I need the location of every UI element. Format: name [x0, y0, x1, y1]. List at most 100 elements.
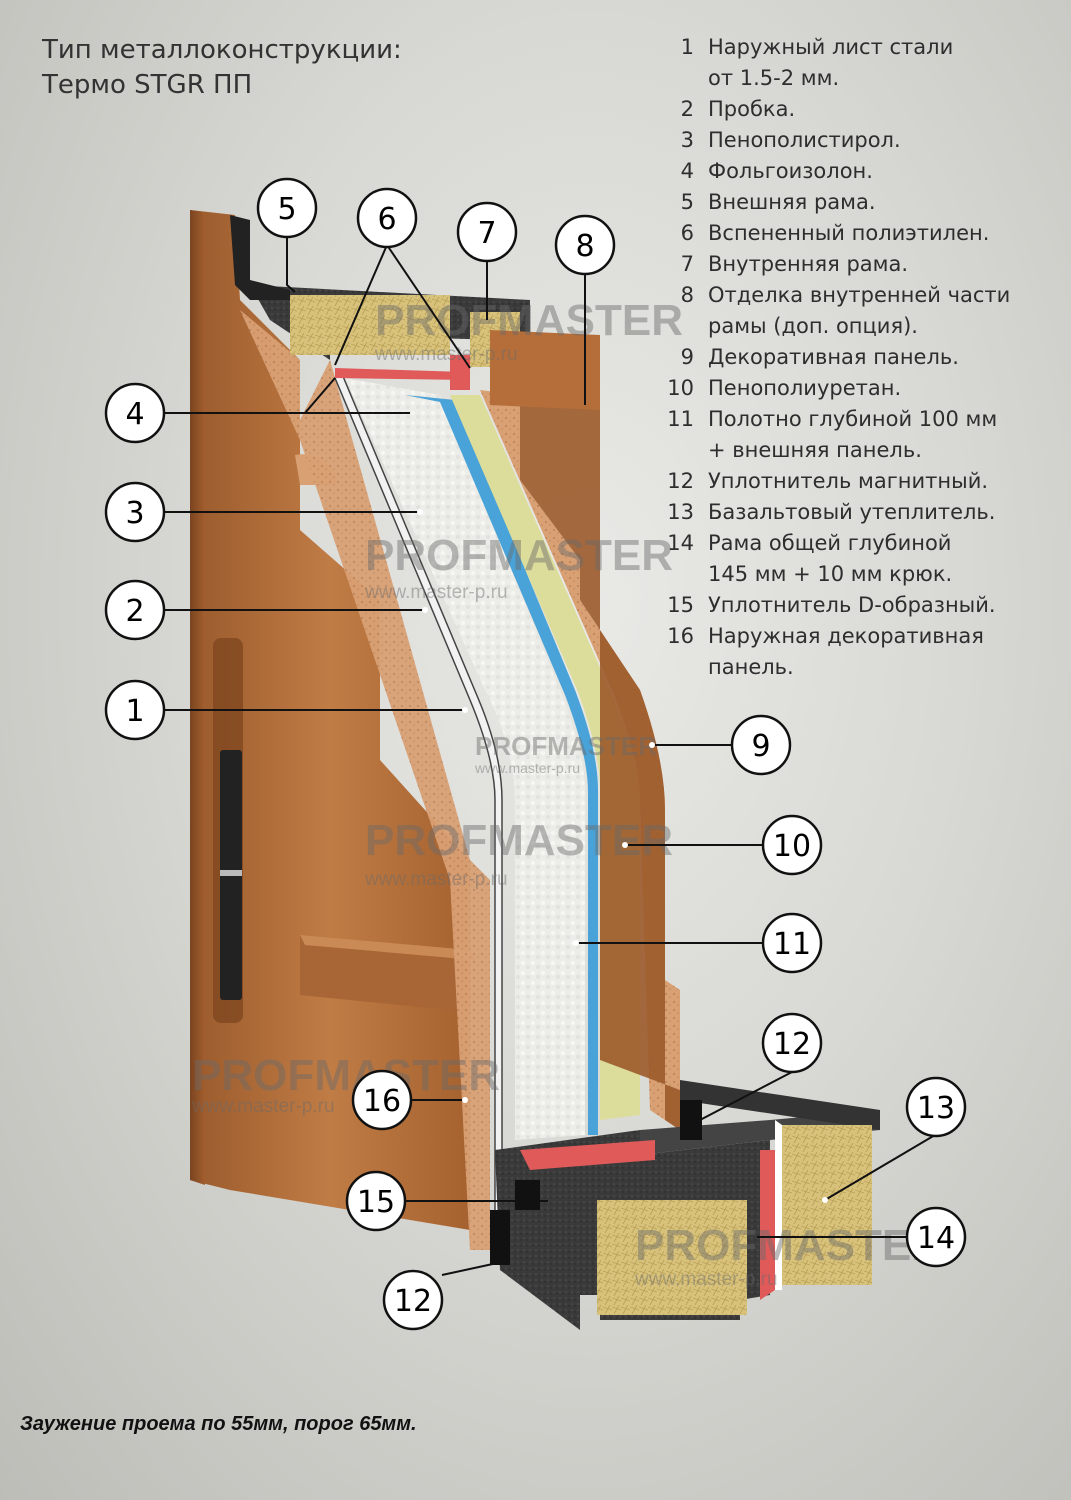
watermark-brand: PROFMASTER — [365, 816, 673, 865]
svg-text:5: 5 — [277, 192, 296, 227]
svg-text:3: 3 — [125, 496, 144, 531]
footer-note: Заужение проема по 55мм, порог 65мм. — [20, 1413, 417, 1435]
cork-layer — [240, 310, 490, 1250]
legend-number: 12 — [667, 469, 694, 493]
outer-decorative-panel — [190, 210, 475, 1230]
callout-9: 9 — [730, 714, 792, 776]
legend-item: 4 Фольгоизолон. — [654, 156, 1064, 187]
legend-item: 11 Полотно глубиной 100 мм + внешняя пане… — [654, 404, 1064, 466]
frame-basalt — [597, 1200, 747, 1315]
inner-frame-trim — [490, 330, 600, 410]
svg-text:9: 9 — [751, 729, 770, 764]
watermark-url: www.master-p.ru — [474, 760, 580, 776]
leader-lines — [164, 237, 936, 1276]
callout-10: 10 — [761, 814, 823, 876]
svg-text:14: 14 — [917, 1221, 955, 1256]
top-basalt — [290, 295, 450, 355]
legend-item: 16 Наружная декоративная панель. — [654, 621, 1064, 683]
watermarks: PROFMASTER www.master-p.ru PROFMASTER ww… — [191, 296, 943, 1290]
callout-13: 13 — [905, 1076, 967, 1138]
legend-text: Наружная декоративная панель. — [708, 624, 984, 679]
callout-12-top: 12 — [761, 1012, 823, 1074]
legend-item: 7 Внутренняя рама. — [654, 249, 1064, 280]
callout-14: 14 — [905, 1206, 967, 1268]
svg-text:2: 2 — [125, 594, 144, 629]
legend-text: Полотно глубиной 100 мм + внешняя панель… — [708, 407, 998, 462]
legend-text: Внутренняя рама. — [708, 252, 909, 276]
svg-text:16: 16 — [363, 1084, 401, 1119]
legend-item: 12 Уплотнитель магнитный. — [654, 466, 1064, 497]
callout-6: 6 — [356, 187, 418, 249]
callout-8: 8 — [554, 214, 616, 276]
svg-text:1: 1 — [125, 694, 144, 729]
legend-number: 5 — [680, 190, 694, 214]
svg-text:11: 11 — [773, 927, 811, 962]
callout-3: 3 — [104, 481, 166, 543]
legend-text: Пробка. — [708, 97, 796, 121]
leader-dots — [417, 509, 828, 1203]
watermark-url: www.master-p.ru — [364, 869, 508, 890]
d-seal — [515, 1180, 540, 1210]
callout-16: 16 — [351, 1069, 413, 1131]
legend-number: 11 — [667, 407, 694, 431]
svg-text:10: 10 — [773, 829, 811, 864]
bottom-frame-section — [490, 1080, 880, 1330]
svg-text:12: 12 — [394, 1284, 432, 1319]
title-line-1: Тип металлоконструкции: — [42, 35, 402, 65]
watermark-url: www.master-p.ru — [634, 1269, 778, 1290]
magnetic-seal-top — [680, 1100, 702, 1140]
legend-item: 3 Пенополистирол. — [654, 125, 1064, 156]
legend-number: 4 — [680, 159, 694, 183]
legend-number: 6 — [680, 221, 694, 245]
legend-text: Декоративная панель. — [708, 345, 959, 369]
watermark-brand: PROFMASTER — [365, 531, 673, 580]
legend-text: Пенополистирол. — [708, 128, 901, 152]
legend-item: 6 Вспененный полиэтилен. — [654, 218, 1064, 249]
magnetic-seal-bottom — [490, 1210, 510, 1265]
legend-text: Уплотнитель D-образный. — [708, 593, 996, 617]
legend-number: 13 — [667, 500, 694, 524]
legend-number: 14 — [667, 531, 694, 555]
callout-1: 1 — [104, 679, 166, 741]
svg-text:15: 15 — [357, 1185, 395, 1220]
watermark-url: www.master-p.ru — [191, 1096, 335, 1117]
legend-text: Фольгоизолон. — [708, 159, 873, 183]
legend-number: 3 — [680, 128, 694, 152]
svg-text:4: 4 — [125, 397, 144, 432]
callout-7: 7 — [456, 201, 518, 263]
legend-text: Внешняя рама. — [708, 190, 876, 214]
legend-text: Рама общей глубиной 145 мм + 10 мм крюк. — [708, 531, 953, 586]
callout-11: 11 — [761, 912, 823, 974]
watermark-brand: PROFMASTER — [475, 731, 657, 761]
legend-text: Базальтовый утеплитель. — [708, 500, 996, 524]
legend-number: 16 — [667, 624, 694, 648]
legend-item: 14 Рама общей глубиной 145 мм + 10 мм крю… — [654, 528, 1064, 590]
legend-item: 13 Базальтовый утеплитель. — [654, 497, 1064, 528]
legend-text: Уплотнитель магнитный. — [708, 469, 989, 493]
legend-text: Пенополиуретан. — [708, 376, 902, 400]
callout-circles: 5 6 7 8 4 3 2 1 9 10 11 12 13 16 15 14 1… — [104, 177, 967, 1331]
callout-2: 2 — [104, 579, 166, 641]
door-leaf-section — [334, 372, 680, 1251]
legend-number: 1 — [680, 35, 694, 59]
legend-number: 7 — [680, 252, 694, 276]
svg-text:12: 12 — [773, 1027, 811, 1062]
legend-item: 5 Внешняя рама. — [654, 187, 1064, 218]
title-line-2: Термо STGR ПП — [42, 70, 253, 100]
legend-number: 8 — [680, 283, 694, 307]
top-seal — [335, 368, 468, 380]
svg-text:6: 6 — [377, 202, 396, 237]
svg-text:7: 7 — [477, 216, 496, 251]
watermark-brand: PROFMASTER — [192, 1051, 500, 1100]
watermark-brand: PROFMASTER — [375, 296, 683, 345]
legend-text: Вспененный полиэтилен. — [708, 221, 990, 245]
diagram-title: Тип металлоконструкции: Термо STGR ПП — [42, 33, 402, 103]
basalt-insulation — [782, 1125, 872, 1285]
